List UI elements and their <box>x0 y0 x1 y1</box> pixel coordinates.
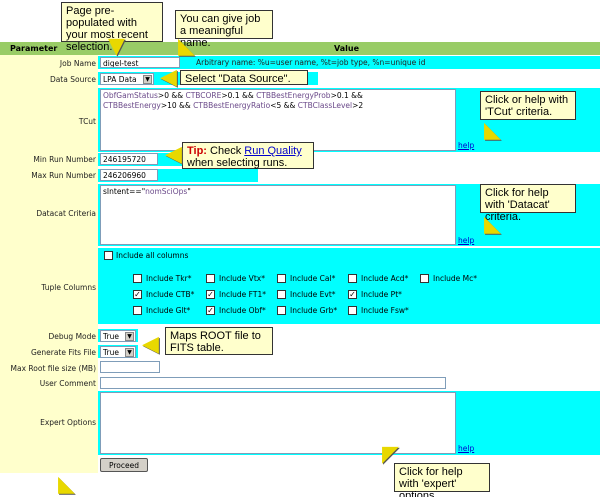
datacat-textarea[interactable]: sIntent=="nomSciOps" <box>100 185 456 245</box>
tcut-line-1: ObfGamStatus>0 && CTBCORE>0.1 && CTBBest… <box>103 91 363 100</box>
include-ctb-label: Include CTB* <box>146 290 195 299</box>
tcut-textarea[interactable]: ObfGamStatus>0 && CTBCORE>0.1 && CTBBest… <box>100 89 456 151</box>
min-run-input[interactable]: 246195720 <box>100 153 158 165</box>
data-source-select[interactable]: LPA Data ▼ <box>100 73 154 85</box>
tcut-line-2: CTBBestEnergy>10 && CTBBestEnergyRatio<5… <box>103 101 364 110</box>
arrow-left-icon: ◀ <box>165 142 182 167</box>
tip-label: Tip: <box>187 145 207 157</box>
user-comment-input[interactable] <box>100 377 446 389</box>
max-root-size-input[interactable] <box>100 361 160 373</box>
include-acd-checkbox[interactable] <box>348 274 357 283</box>
include-evt-checkbox[interactable] <box>277 290 286 299</box>
max-root-size-label: Max Root file size (MB) <box>10 364 96 373</box>
include-grb-checkbox[interactable] <box>277 306 286 315</box>
include-ft1-checkbox[interactable]: ✓ <box>206 290 215 299</box>
tip-callout: Tip: Check Run Quality when selecting ru… <box>182 142 314 169</box>
expert-help-link[interactable]: help <box>458 444 475 453</box>
include-vtx-label: Include Vtx* <box>219 274 265 283</box>
proceed-button[interactable]: Proceed <box>100 458 148 472</box>
min-run-label: Min Run Number <box>33 155 96 164</box>
include-glt-checkbox[interactable] <box>133 306 142 315</box>
include-cal-checkbox[interactable] <box>277 274 286 283</box>
data-source-value: LPA Data <box>103 75 137 84</box>
arrow-down-left-icon: ◣ <box>484 212 501 237</box>
include-cal-label: Include Cal* <box>290 274 336 283</box>
debug-mode-select[interactable]: True ▼ <box>100 330 136 342</box>
chevron-down-icon: ▼ <box>125 348 134 357</box>
include-mc-checkbox[interactable] <box>420 274 429 283</box>
datacat-help-link[interactable]: help <box>458 236 475 245</box>
arrow-down-left-icon: ◣ <box>484 118 501 143</box>
tcut-label: TCut <box>78 117 96 126</box>
include-ctb-checkbox[interactable]: ✓ <box>133 290 142 299</box>
data-source-label: Data Source <box>49 75 96 84</box>
generate-fits-value: True <box>103 348 119 357</box>
tuple-columns-label: Tuple Columns <box>41 283 96 292</box>
include-fsw-checkbox[interactable] <box>348 306 357 315</box>
arrow-left-icon: ◀ <box>142 332 159 357</box>
chevron-down-icon: ▼ <box>125 332 134 341</box>
arrow-down-left-icon: ◣ <box>58 472 75 497</box>
label-column <box>0 55 98 473</box>
generate-fits-label: Generate Fits File <box>30 348 96 357</box>
prepopulated-callout: Page pre-populated with your most recent… <box>61 2 163 53</box>
value-header: Value <box>98 42 600 55</box>
include-pt-label: Include Pt* <box>361 290 402 299</box>
include-pt-checkbox[interactable]: ✓ <box>348 290 357 299</box>
include-acd-label: Include Acd* <box>361 274 409 283</box>
maps-root-callout: Maps ROOT file to FITS table. <box>165 327 273 355</box>
user-comment-label: User Comment <box>39 379 96 388</box>
arrow-down-icon: ▼ <box>108 34 125 59</box>
include-vtx-checkbox[interactable] <box>206 274 215 283</box>
run-quality-link[interactable]: Run Quality <box>244 145 302 157</box>
parameter-header-label: Parameter <box>10 44 58 53</box>
job-name-row <box>98 56 600 69</box>
include-tkr-checkbox[interactable] <box>133 274 142 283</box>
arrow-left-icon: ◀ <box>160 65 177 90</box>
job-name-callout: You can give job a meaningful name. <box>175 10 273 49</box>
debug-mode-label: Debug Mode <box>48 332 96 341</box>
expert-callout: Click for help with 'expert' options. <box>394 463 490 497</box>
datacat-label: Datacat Criteria <box>36 209 96 218</box>
include-glt-label: Include Glt* <box>146 306 191 315</box>
datacat-callout: Click for help with 'Datacat' criteria. <box>480 184 576 223</box>
include-ft1-label: Include FT1* <box>219 290 266 299</box>
arrow-up-left-icon: ◤ <box>382 442 399 467</box>
include-fsw-label: Include Fsw* <box>361 306 409 315</box>
parameter-header: Parameter <box>0 42 98 55</box>
tcut-help-link[interactable]: help <box>458 141 475 150</box>
expert-options-label: Expert Options <box>40 418 96 427</box>
max-run-label: Max Run Number <box>31 171 96 180</box>
include-all-label: Include all columns <box>116 251 189 260</box>
job-name-label: Job Name <box>59 59 96 68</box>
debug-mode-value: True <box>103 332 119 341</box>
data-source-callout: Select "Data Source". <box>180 70 308 85</box>
include-mc-label: Include Mc* <box>433 274 478 283</box>
arrow-down-left-icon: ◣ <box>178 34 195 59</box>
tcut-callout: Click or help with 'TCut' criteria. <box>480 91 576 120</box>
generate-fits-select[interactable]: True ▼ <box>100 346 136 358</box>
chevron-down-icon: ▼ <box>143 75 152 84</box>
job-name-input[interactable]: digel-test <box>100 57 180 68</box>
value-header-label: Value <box>334 44 360 53</box>
include-obf-checkbox[interactable]: ✓ <box>206 306 215 315</box>
include-tkr-label: Include Tkr* <box>146 274 192 283</box>
include-all-checkbox[interactable] <box>104 251 113 260</box>
include-obf-label: Include Obf* <box>219 306 266 315</box>
expert-options-textarea[interactable] <box>100 392 456 454</box>
job-name-hint: Arbitrary name: %u=user name, %t=job typ… <box>196 58 426 67</box>
include-evt-label: Include Evt* <box>290 290 336 299</box>
include-grb-label: Include Grb* <box>290 306 338 315</box>
max-run-input[interactable]: 246206960 <box>100 169 158 181</box>
